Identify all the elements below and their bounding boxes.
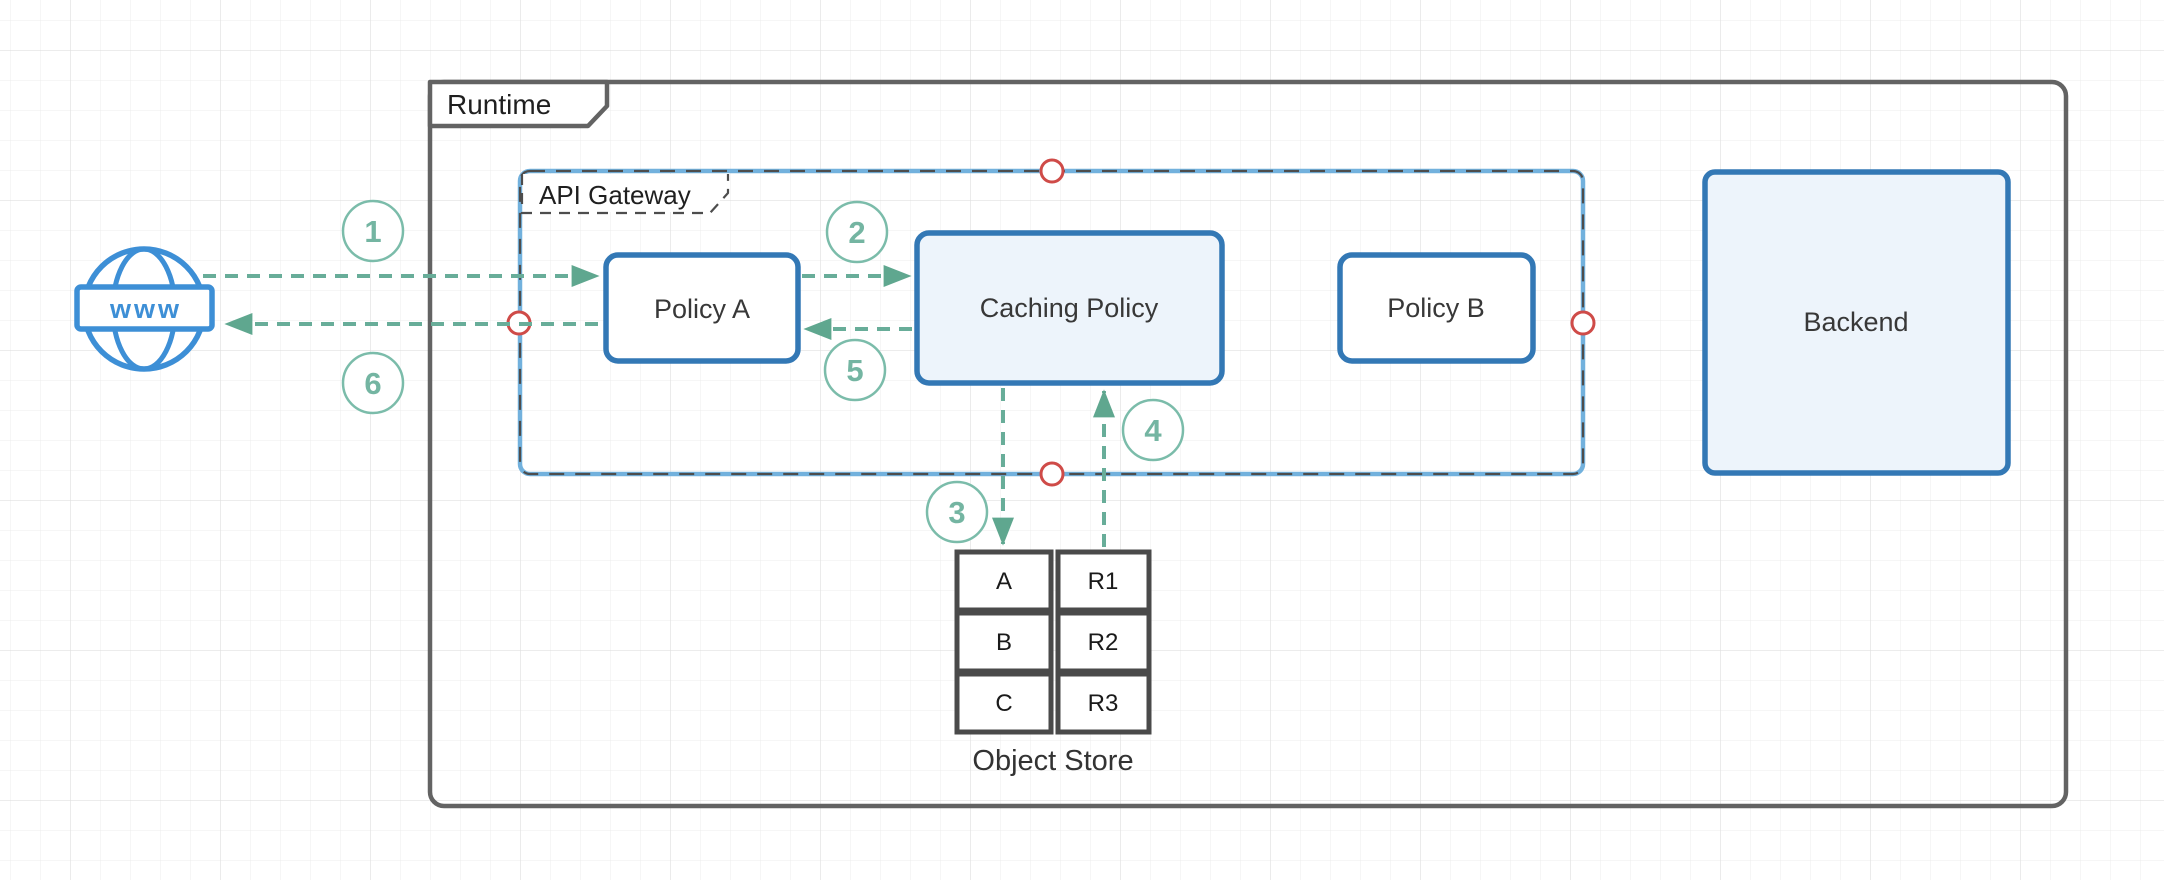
runtime-label: Runtime xyxy=(447,89,551,120)
node-policy-a[interactable]: Policy A xyxy=(603,252,801,364)
step-badge-4[interactable]: 4 xyxy=(1121,398,1185,462)
step-number-1: 1 xyxy=(364,214,381,249)
step-badge-3[interactable]: 3 xyxy=(925,480,989,544)
www-label: www xyxy=(109,294,182,324)
step-number-5: 5 xyxy=(846,353,863,388)
runtime-tab[interactable] xyxy=(427,79,610,129)
step-badges: 1 2 3 4 5 6 xyxy=(341,199,1185,544)
connection-point-top[interactable] xyxy=(1039,158,1065,184)
table-cell-value-r1[interactable] xyxy=(1055,549,1152,613)
globe-banner xyxy=(74,284,215,332)
api-gateway-label: API Gateway xyxy=(539,180,691,210)
cell-label-key-c: C xyxy=(995,690,1012,717)
api-gateway-tab-outline xyxy=(520,174,730,215)
runtime-container[interactable]: Runtime xyxy=(427,79,2069,809)
connection-point-right[interactable] xyxy=(1570,310,1596,336)
cell-label-value-r3: R3 xyxy=(1088,690,1119,717)
cell-label-value-r1: R1 xyxy=(1088,568,1119,595)
object-store-table[interactable]: A R1 B R2 C R3 Object Store xyxy=(954,549,1152,777)
backend-label: Backend xyxy=(1803,307,1908,337)
api-gateway-tab-fill xyxy=(523,174,727,212)
connection-point-bottom[interactable] xyxy=(1039,461,1065,487)
step-badge-5[interactable]: 5 xyxy=(823,338,887,402)
node-backend[interactable]: Backend xyxy=(1702,169,2011,476)
runtime-border[interactable] xyxy=(427,79,2069,809)
table-cell-key-c[interactable] xyxy=(954,671,1054,735)
step-number-4: 4 xyxy=(1144,413,1162,448)
www-globe-icon[interactable]: www xyxy=(74,246,215,372)
step-number-6: 6 xyxy=(364,366,381,401)
caching-policy-label: Caching Policy xyxy=(980,293,1159,323)
step-badge-6[interactable]: 6 xyxy=(341,351,405,415)
cell-label-key-b: B xyxy=(996,629,1012,656)
step-number-2: 2 xyxy=(848,215,865,250)
object-store-title: Object Store xyxy=(972,745,1133,777)
policy-a-label: Policy A xyxy=(654,294,750,324)
table-cell-value-r2[interactable] xyxy=(1055,610,1152,674)
cell-label-value-r2: R2 xyxy=(1088,629,1119,656)
step-number-3: 3 xyxy=(948,495,965,530)
step-badge-1[interactable]: 1 xyxy=(341,199,405,263)
step-badge-2[interactable]: 2 xyxy=(825,200,889,264)
table-cell-key-b[interactable] xyxy=(954,610,1054,674)
policy-b-label: Policy B xyxy=(1387,293,1485,323)
table-cell-value-r3[interactable] xyxy=(1055,671,1152,735)
table-cell-key-a[interactable] xyxy=(954,549,1054,613)
cell-label-key-a: A xyxy=(996,568,1012,595)
node-caching-policy[interactable]: Caching Policy xyxy=(914,230,1225,386)
node-policy-b[interactable]: Policy B xyxy=(1337,252,1536,364)
